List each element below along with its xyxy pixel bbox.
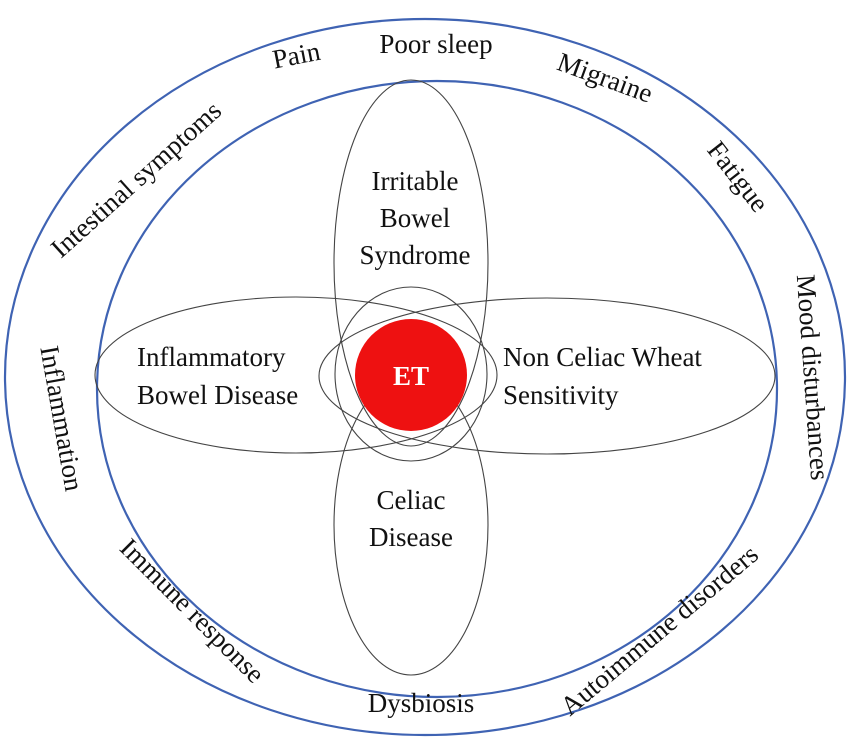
outer-ring	[3, 17, 847, 737]
ellipse-irritable-bowel-syndrome	[333, 79, 489, 447]
label-irritable-bowel-syndrome: Irritable Bowel Syndrome	[360, 166, 471, 270]
label-line: Irritable	[372, 166, 459, 196]
label-celiac-disease: Celiac Disease	[369, 485, 453, 552]
inner-ring	[95, 79, 779, 699]
symptom-poor-sleep: Poor sleep	[379, 29, 492, 59]
label-non-celiac-wheat-sensitivity: Non Celiac Wheat Sensitivity	[503, 342, 702, 410]
symptom-intestinal-symptoms: Intestinal symptoms	[45, 95, 227, 263]
label-line: Bowel Disease	[137, 380, 298, 410]
symptom-migraine: Migraine	[553, 47, 656, 109]
symptom-autoimmune-disorders: Autoimmune disorders	[554, 539, 763, 722]
ellipse-inflammatory-bowel-disease	[94, 296, 498, 454]
et-center-circle	[355, 319, 467, 431]
label-line: Syndrome	[360, 240, 471, 270]
symptom-immune-response: Immune response	[114, 532, 270, 688]
label-line: Inflammatory	[137, 342, 286, 372]
symptom-mood-disturbances: Mood disturbances	[791, 273, 835, 481]
symptom-fatigue: Fatigue	[701, 135, 775, 217]
symptom-dysbiosis: Dysbiosis	[368, 688, 475, 718]
ellipse-overlap-core	[334, 286, 488, 462]
label-line: Bowel	[380, 203, 451, 233]
ellipse-non-celiac-wheat-sensitivity	[318, 297, 776, 455]
label-line: Celiac	[377, 485, 446, 515]
symptom-inflammation: Inflammation	[34, 343, 89, 493]
label-line: Sensitivity	[503, 380, 619, 410]
label-line: Disease	[369, 522, 453, 552]
label-inflammatory-bowel-disease: Inflammatory Bowel Disease	[137, 342, 298, 410]
et-center-label: ET	[393, 361, 429, 391]
label-line: Non Celiac Wheat	[503, 342, 702, 372]
